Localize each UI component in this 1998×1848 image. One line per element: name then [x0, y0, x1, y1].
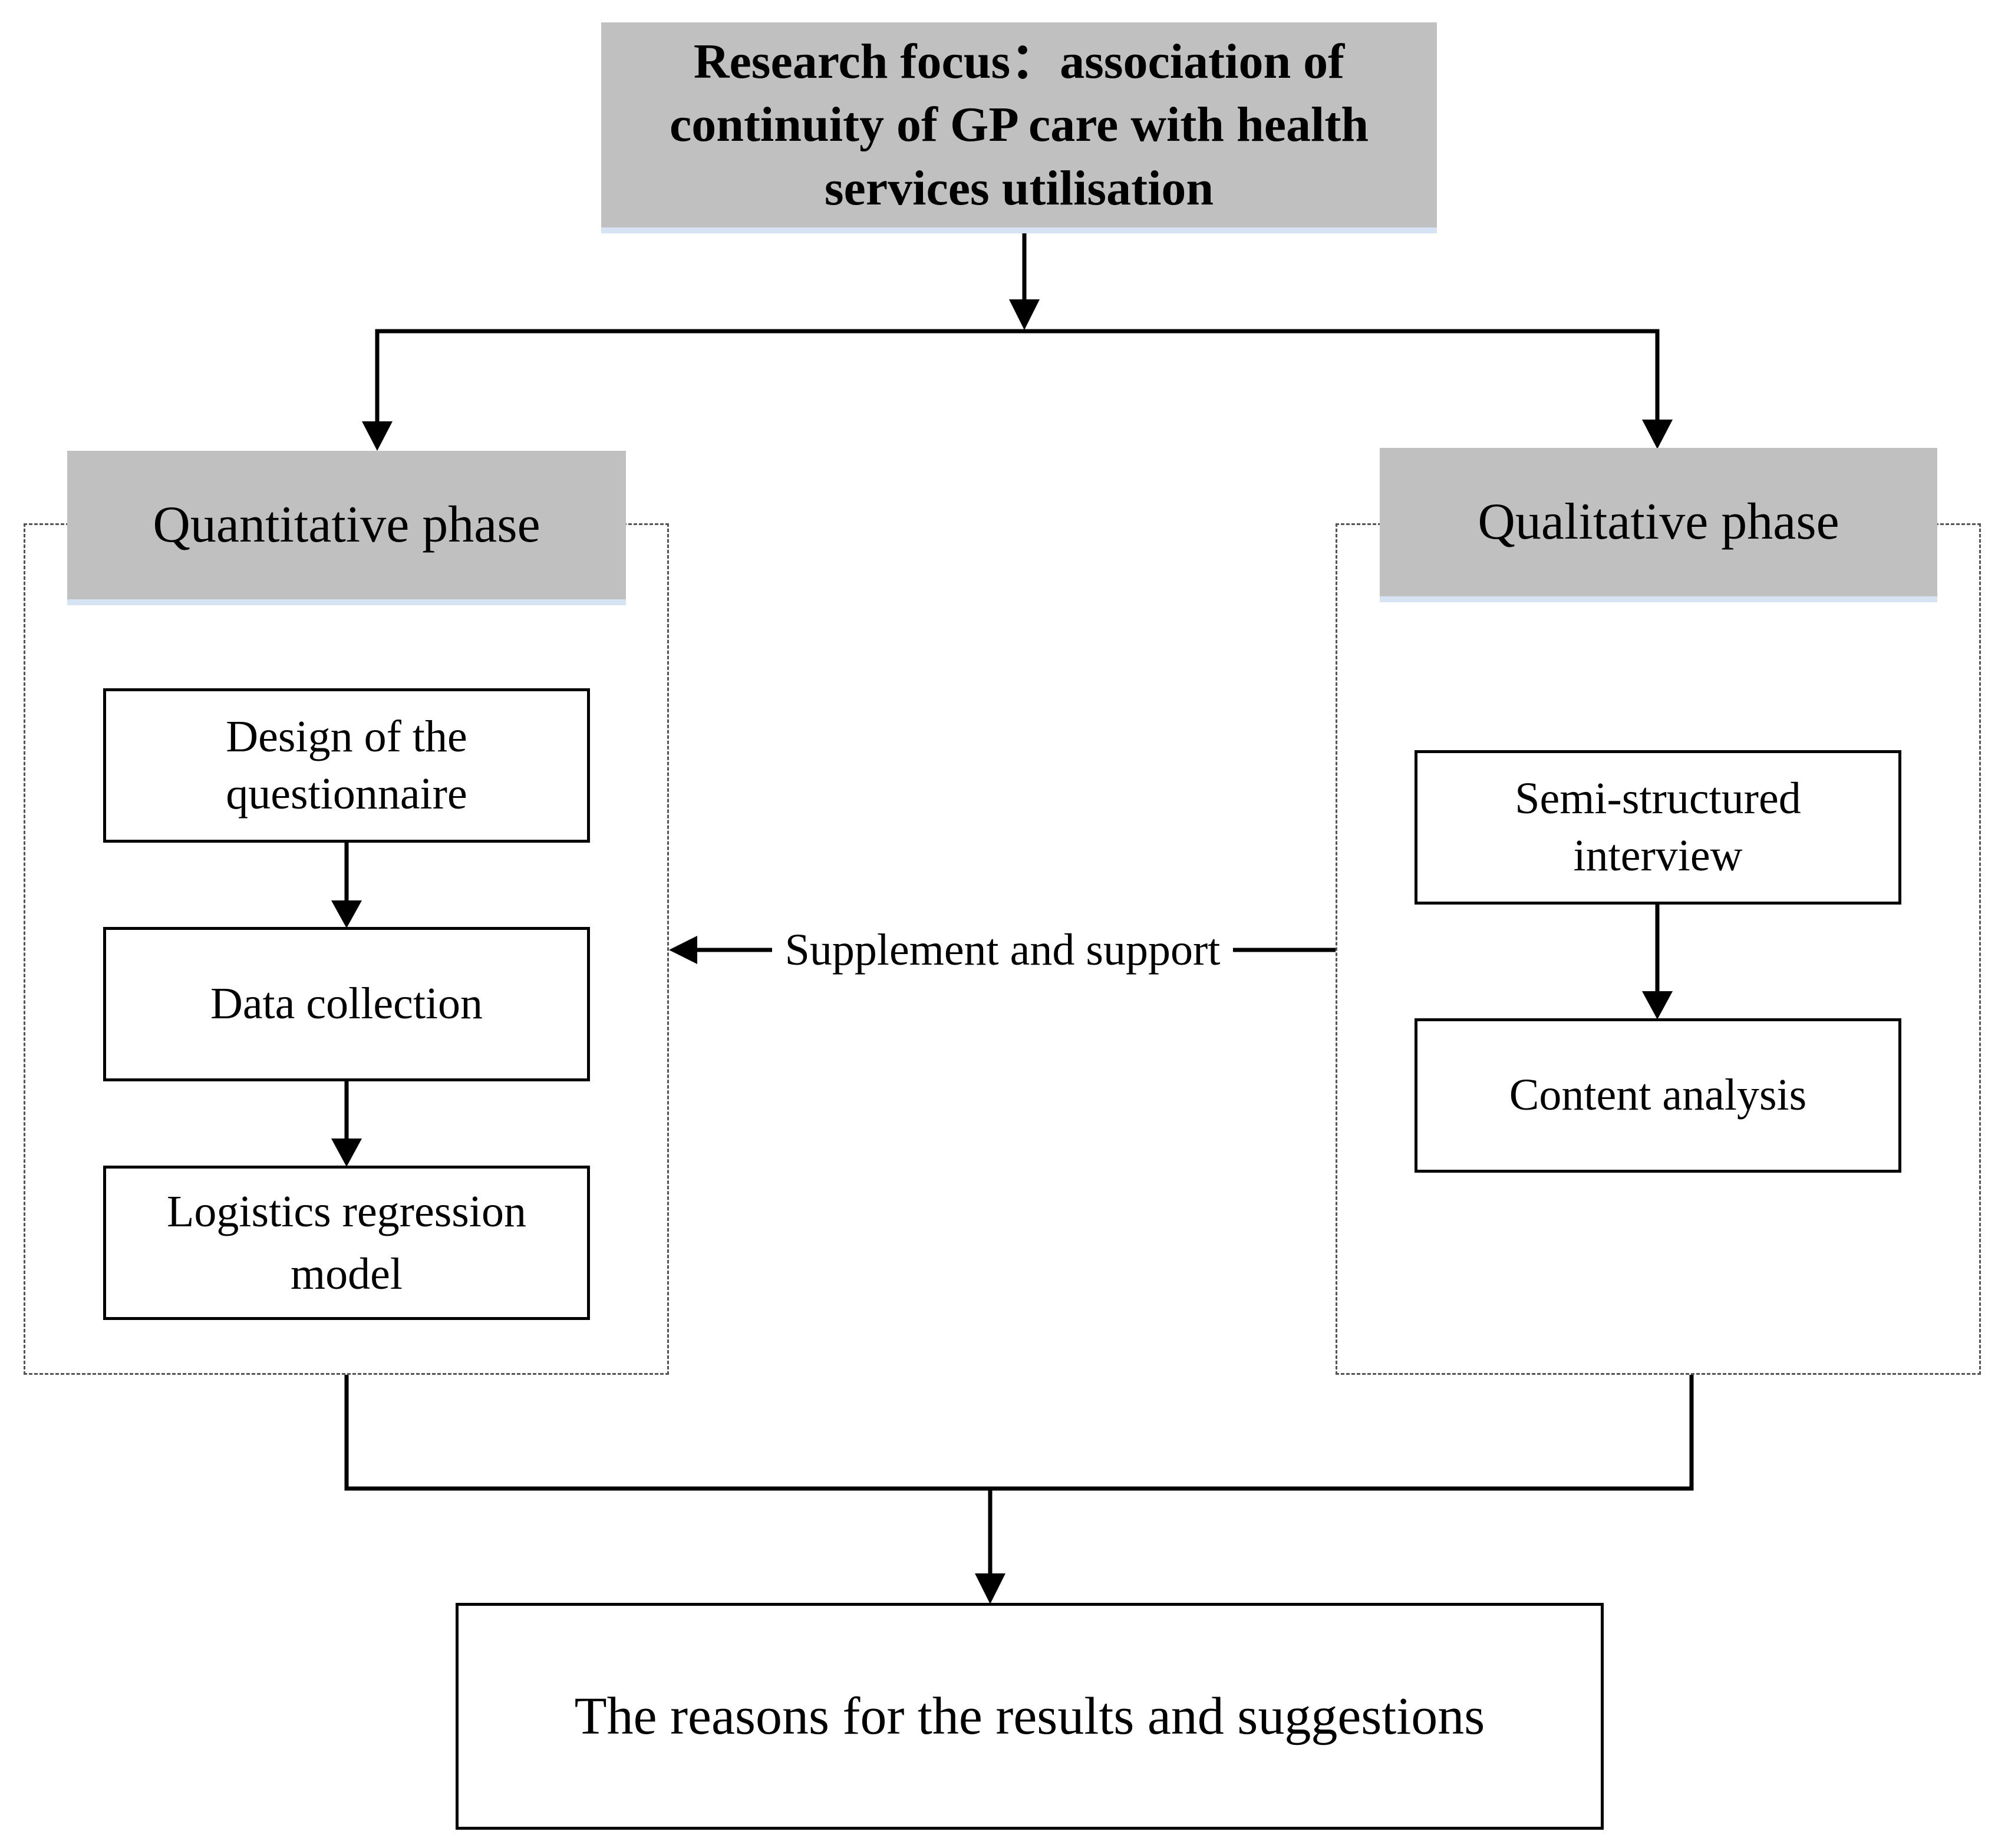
step-questionnaire-design: Design of the questionnaire	[103, 688, 590, 843]
step-questionnaire-design-label: Design of the questionnaire	[226, 711, 467, 819]
step-logistic-regression-label: Logistics regression model	[166, 1186, 526, 1299]
result-box: The reasons for the results and suggesti…	[456, 1603, 1604, 1830]
step-content-analysis-label: Content analysis	[1509, 1070, 1807, 1120]
quantitative-phase-title: Quantitative phase	[153, 496, 540, 553]
focus-arrowhead	[1009, 299, 1040, 330]
step-semi-structured-interview: Semi-structured interview	[1415, 750, 1901, 905]
step-content-analysis: Content analysis	[1415, 1018, 1901, 1173]
result-text: The reasons for the results and suggesti…	[574, 1687, 1485, 1745]
merge-connector	[344, 1375, 1694, 1491]
split-connector	[375, 329, 1660, 359]
step-data-collection-label: Data collection	[210, 979, 483, 1029]
qualitative-phase-header: Qualitative phase	[1380, 448, 1937, 602]
quant-arrowhead	[362, 421, 393, 451]
qualitative-phase-frame	[1336, 523, 1981, 1375]
research-focus-box: Research focus：association of continuity…	[601, 22, 1437, 233]
supplement-support-label: Supplement and support	[772, 925, 1233, 975]
step-logistic-regression: Logistics regression model	[103, 1166, 590, 1320]
research-focus-text: Research focus：association of continuity…	[669, 34, 1369, 216]
step-semi-structured-interview-label: Semi-structured interview	[1515, 773, 1801, 880]
quantitative-phase-header: Quantitative phase	[67, 451, 626, 605]
result-arrowhead	[975, 1573, 1005, 1604]
qual-arrowhead	[1642, 420, 1673, 449]
supplement-arrowhead	[669, 936, 697, 964]
qualitative-phase-title: Qualitative phase	[1478, 493, 1839, 550]
step-data-collection: Data collection	[103, 927, 590, 1081]
